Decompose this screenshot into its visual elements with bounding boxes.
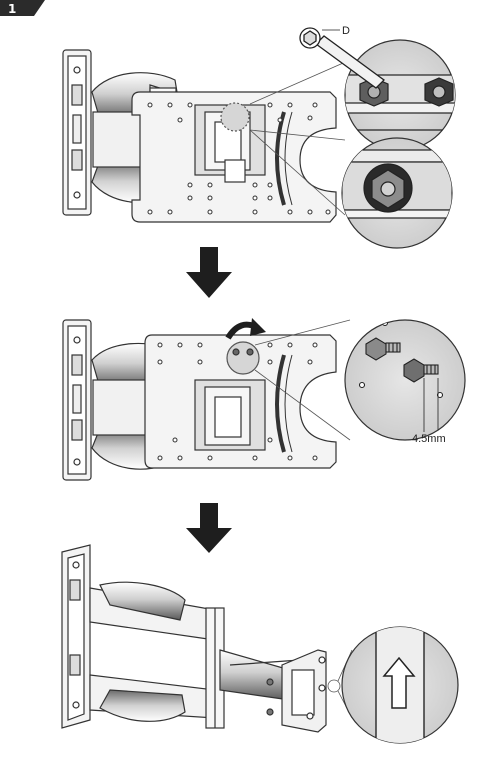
plate-holes-1 <box>147 102 331 215</box>
detail-leader-lines-2 <box>254 319 351 441</box>
tool-label-d: D <box>342 25 350 37</box>
detail-leader-lines-1 <box>249 59 351 216</box>
rotate-arrow-icon <box>225 318 266 340</box>
pivot-bracket <box>266 649 327 733</box>
panel-3-mount-extended <box>61 544 327 733</box>
down-arrow-icon <box>186 247 232 298</box>
wall-plate <box>62 49 92 216</box>
up-arrow-icon <box>382 656 416 709</box>
detail-circle-wrench <box>344 39 456 151</box>
wall-plate <box>62 319 92 481</box>
swing-arms <box>89 581 301 729</box>
pivot-bracket <box>194 102 266 183</box>
detail-circle-bolts <box>344 319 466 441</box>
plate-holes-2 <box>157 342 318 461</box>
wrench-tool <box>299 27 385 89</box>
step-number: 1 <box>8 2 16 16</box>
panel-1-mount-assembly <box>62 49 337 223</box>
down-arrow-icon <box>186 503 232 553</box>
pivot-bracket <box>194 341 266 451</box>
panel-2-mount-assembly <box>62 319 337 481</box>
bolt-length-label: 4.5mm <box>412 433 446 445</box>
detail-circle-orientation <box>341 626 459 744</box>
step-badge: 1 <box>0 0 45 16</box>
detail-circle-nut <box>341 137 453 249</box>
wall-plate <box>61 544 91 729</box>
